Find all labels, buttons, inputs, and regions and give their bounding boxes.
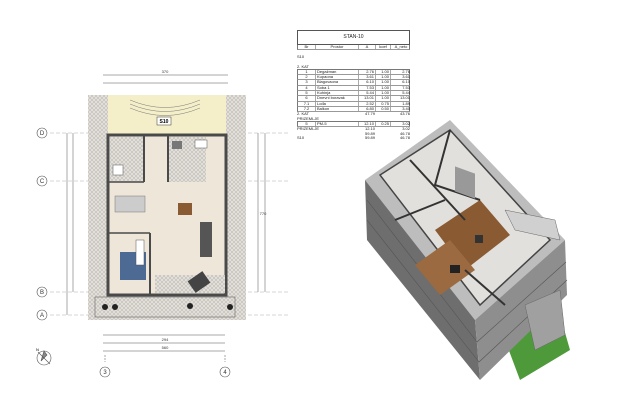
table-cell: Balkon	[316, 106, 359, 112]
table-cell: 5.44	[402, 91, 410, 96]
dim-bottom-2: 294	[162, 337, 169, 342]
floor-plan: 370 294 560 770 S10 D C B A 3 4 N	[36, 69, 290, 378]
terrace-area	[108, 95, 226, 135]
dim-bottom-total: 560	[162, 345, 169, 350]
table-cell: 1.00	[376, 91, 391, 96]
table-cell: 6.10	[402, 80, 410, 85]
table-cell: 2.76	[402, 69, 410, 74]
svg-text:4: 4	[223, 370, 227, 376]
dim-top-total: 370	[162, 69, 169, 74]
table-cell: 1.00	[376, 96, 391, 101]
grid-bubble-B: B	[36, 286, 48, 298]
table-cell: 7.1	[298, 101, 316, 106]
table-title: STAN-10	[297, 30, 410, 45]
table-cell: Soba 1	[316, 85, 359, 91]
table-cell: 5	[298, 91, 316, 96]
table-cell: Dnevni boravak	[316, 96, 359, 101]
coffee-table	[178, 203, 192, 215]
table-cell: 1.00	[376, 69, 391, 75]
table-unit: S10	[297, 54, 305, 60]
grid-bubble-A: A	[36, 309, 48, 321]
table-cell: 1.89	[402, 101, 410, 106]
table-cell: 0.50	[376, 106, 391, 112]
balcony	[94, 296, 236, 318]
unit-label: S10	[160, 119, 169, 125]
table-cell: 6.10	[359, 80, 376, 85]
table-cell: 2.52	[359, 101, 376, 106]
sofa	[200, 222, 212, 257]
north-arrow-icon: N	[36, 347, 52, 366]
grid-bubble-3: 3	[99, 366, 111, 378]
table-cell: 1.00	[376, 80, 391, 85]
table-cell: Degažman	[316, 69, 359, 75]
table-cell: Blagovaona	[316, 80, 359, 85]
isometric-3d-view	[365, 120, 570, 380]
table-cell: Kupaona	[316, 75, 359, 80]
table-cell: Lođa	[316, 101, 359, 106]
table-cell: 7.53	[359, 85, 376, 91]
table-cell: 6	[298, 96, 316, 101]
table-cell: 3	[298, 80, 316, 85]
svg-text:3: 3	[103, 370, 107, 376]
dimension-lines	[66, 74, 266, 362]
grid-bubble-D: D	[36, 127, 48, 139]
table-cell: 7.53	[402, 85, 410, 90]
table-cell: 6.80	[359, 106, 376, 112]
grid-bubble-C: C	[36, 175, 48, 187]
dining-table	[114, 195, 146, 213]
table-cell: 5.44	[359, 91, 376, 96]
table-cell: 2	[298, 75, 316, 80]
svg-text:N: N	[36, 347, 39, 352]
dim-side: 770	[260, 211, 267, 216]
table-cell: 3.61	[359, 75, 376, 80]
table-cell: 13.01	[359, 96, 376, 101]
table-cell: 3.40	[402, 106, 410, 111]
svg-text:A: A	[40, 313, 44, 319]
table-floor: 2. KAT	[297, 63, 309, 69]
table-cell: 2.76	[359, 69, 376, 75]
table-cell: 1.00	[376, 85, 391, 91]
table-cell: 1.00	[376, 75, 391, 80]
table-cell: 7.2	[298, 106, 316, 112]
table-cell: 1	[298, 69, 316, 75]
table-cell: 4	[298, 85, 316, 91]
svg-text:C: C	[40, 179, 45, 185]
grid-bubble-4: 4	[219, 366, 231, 378]
table-cell: Kuhinja	[316, 91, 359, 96]
table-ground: PRIZEMLJE	[297, 115, 320, 121]
table-cell: 3.61	[402, 75, 410, 80]
table-cell: 13.01	[399, 96, 410, 101]
svg-text:B: B	[40, 290, 44, 296]
svg-text:D: D	[40, 131, 45, 137]
table-cell: 0.75	[376, 101, 391, 106]
